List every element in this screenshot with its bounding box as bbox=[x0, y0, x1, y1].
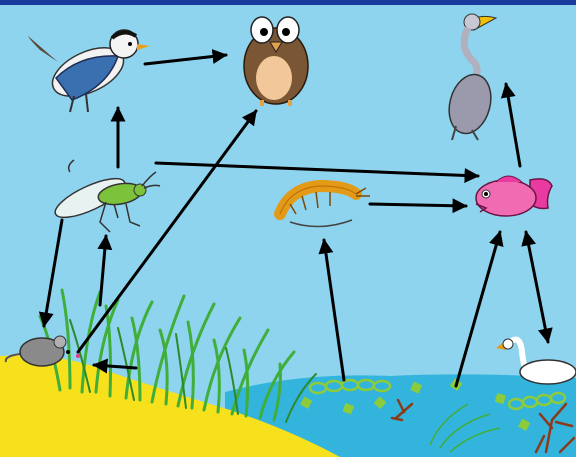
owl-icon bbox=[244, 17, 308, 106]
top-frame-bar bbox=[0, 0, 576, 5]
arrow-shrimp-to-fish bbox=[370, 204, 466, 206]
